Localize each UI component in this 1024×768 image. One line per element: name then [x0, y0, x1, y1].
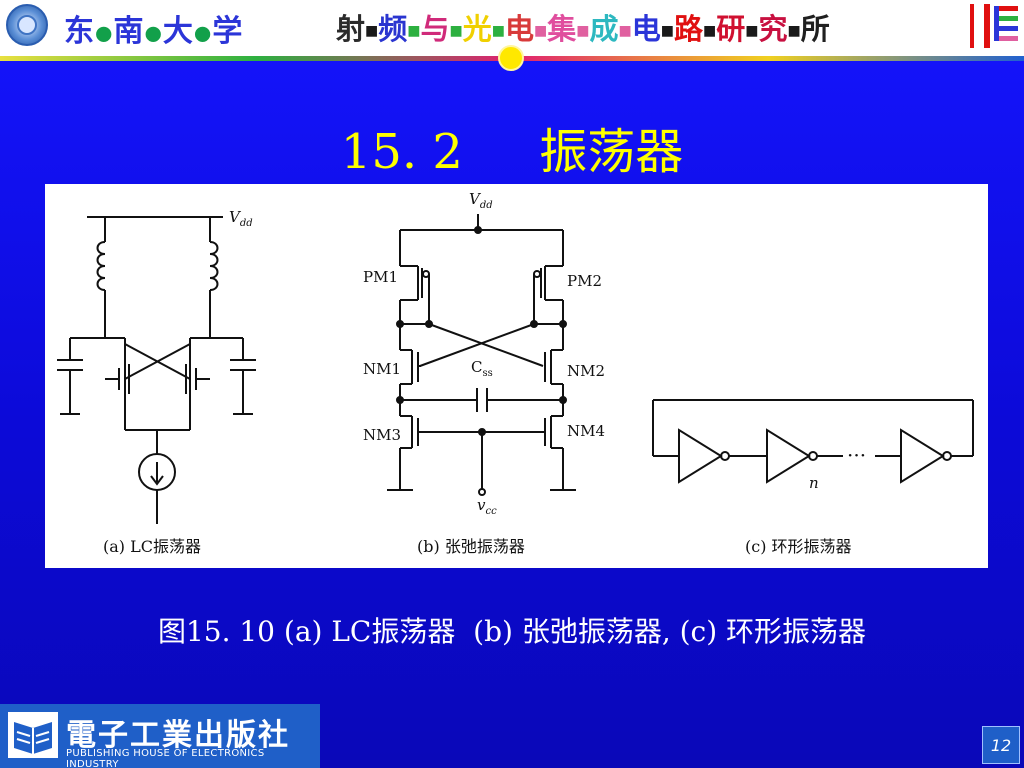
lc-oscillator: Vdd [57, 208, 256, 556]
university-name: 东●南●大●学 [64, 6, 243, 50]
dot-icon: ● [95, 20, 114, 45]
dot-icon: ● [144, 20, 163, 45]
separator-square-icon: ■ [365, 23, 379, 39]
svg-text:vcc: vcc [477, 496, 497, 517]
vcc-label: v [477, 496, 486, 514]
institute-char: 所 [800, 12, 830, 46]
nm4-label: NM4 [567, 422, 605, 440]
ring-caption: (c) 环形振荡器 [745, 537, 852, 556]
institute-char: 电 [631, 12, 661, 46]
institute-char: 频 [378, 12, 408, 46]
institute-logo-icon [982, 2, 1022, 50]
institute-char: 电 [505, 12, 535, 46]
publisher-book-icon [8, 712, 58, 758]
ring-oscillator: ··· n (c) 环形振荡器 [652, 399, 974, 556]
figure-caption: 图15. 10 (a) LC振荡器 (b) 张弛振荡器, (c) 环形振荡器 [157, 615, 867, 648]
publisher-name-cn: 電子工業出版社 [66, 718, 290, 753]
university-char: 南 [113, 14, 145, 49]
inverter-icon [678, 428, 723, 484]
institute-char: 究 [758, 12, 788, 46]
institute-char: 射 [336, 12, 366, 46]
institute-name: 射■频■与■光■电■集■成■电■路■研■究■所 [336, 6, 830, 48]
header-bar: 东●南●大●学 射■频■与■光■电■集■成■电■路■研■究■所 [0, 0, 1024, 56]
inductor-right-icon [209, 241, 219, 291]
vdd-subscript: dd [240, 218, 253, 229]
ring-dots: ··· [847, 443, 866, 467]
publisher-logo: 電子工業出版社 PUBLISHING HOUSE OF ELECTRONICS … [0, 704, 320, 768]
university-seal-icon [6, 4, 48, 46]
inverter-icon [900, 428, 945, 484]
separator-square-icon: ■ [576, 23, 590, 39]
svg-text:Vdd: Vdd [229, 208, 253, 229]
vdd-subscript: dd [480, 200, 493, 211]
separator-square-icon: ■ [703, 23, 717, 39]
page-number: 12 [982, 726, 1020, 764]
institute-char: 光 [462, 12, 492, 46]
css-subscript: ss [482, 368, 492, 379]
vcc-subscript: cc [485, 506, 497, 517]
css-label: C [471, 358, 482, 376]
vdd-label: V [229, 208, 242, 226]
inductor-left-icon [96, 241, 106, 291]
inverter-icon [766, 428, 811, 484]
institute-char: 研 [716, 12, 746, 46]
institute-char: 集 [547, 12, 577, 46]
university-char: 大 [162, 14, 194, 49]
vdd-label: V [469, 190, 482, 208]
institute-char: 路 [674, 12, 704, 46]
relaxation-caption: (b) 张弛振荡器 [417, 537, 525, 556]
separator-square-icon: ■ [534, 23, 548, 39]
pm1-label: PM1 [363, 268, 398, 286]
circuit-diagram: Vdd [57, 190, 974, 556]
institute-char: 与 [420, 12, 450, 46]
nm2-label: NM2 [567, 362, 605, 380]
relaxation-oscillator: Vdd PM1 [363, 190, 605, 556]
nm3-label: NM3 [363, 426, 401, 444]
university-char: 学 [212, 14, 244, 49]
circuit-figure: Vdd [45, 184, 988, 568]
separator-square-icon: ■ [491, 23, 505, 39]
svg-text:Css: Css [471, 358, 493, 379]
dot-icon: ● [193, 20, 213, 45]
separator-square-icon: ■ [407, 23, 421, 39]
separator-square-icon: ■ [660, 23, 674, 39]
university-char: 东 [64, 14, 95, 49]
ring-n-label: n [809, 474, 819, 492]
nm1-label: NM1 [363, 360, 401, 378]
svg-text:Vdd: Vdd [469, 190, 493, 211]
separator-square-icon: ■ [745, 23, 759, 39]
separator-square-icon: ■ [449, 23, 463, 39]
corner-bar [970, 4, 974, 48]
publisher-name-en: PUBLISHING HOUSE OF ELECTRONICS INDUSTRY [66, 748, 265, 768]
lc-caption: (a) LC振荡器 [103, 537, 201, 556]
institute-char: 成 [589, 12, 619, 46]
separator-square-icon: ■ [618, 23, 632, 39]
pm2-label: PM2 [567, 272, 602, 290]
slide-title: 15. 2 振荡器 [340, 124, 684, 180]
separator-square-icon: ■ [787, 23, 801, 39]
yellow-dot-icon [498, 45, 524, 71]
